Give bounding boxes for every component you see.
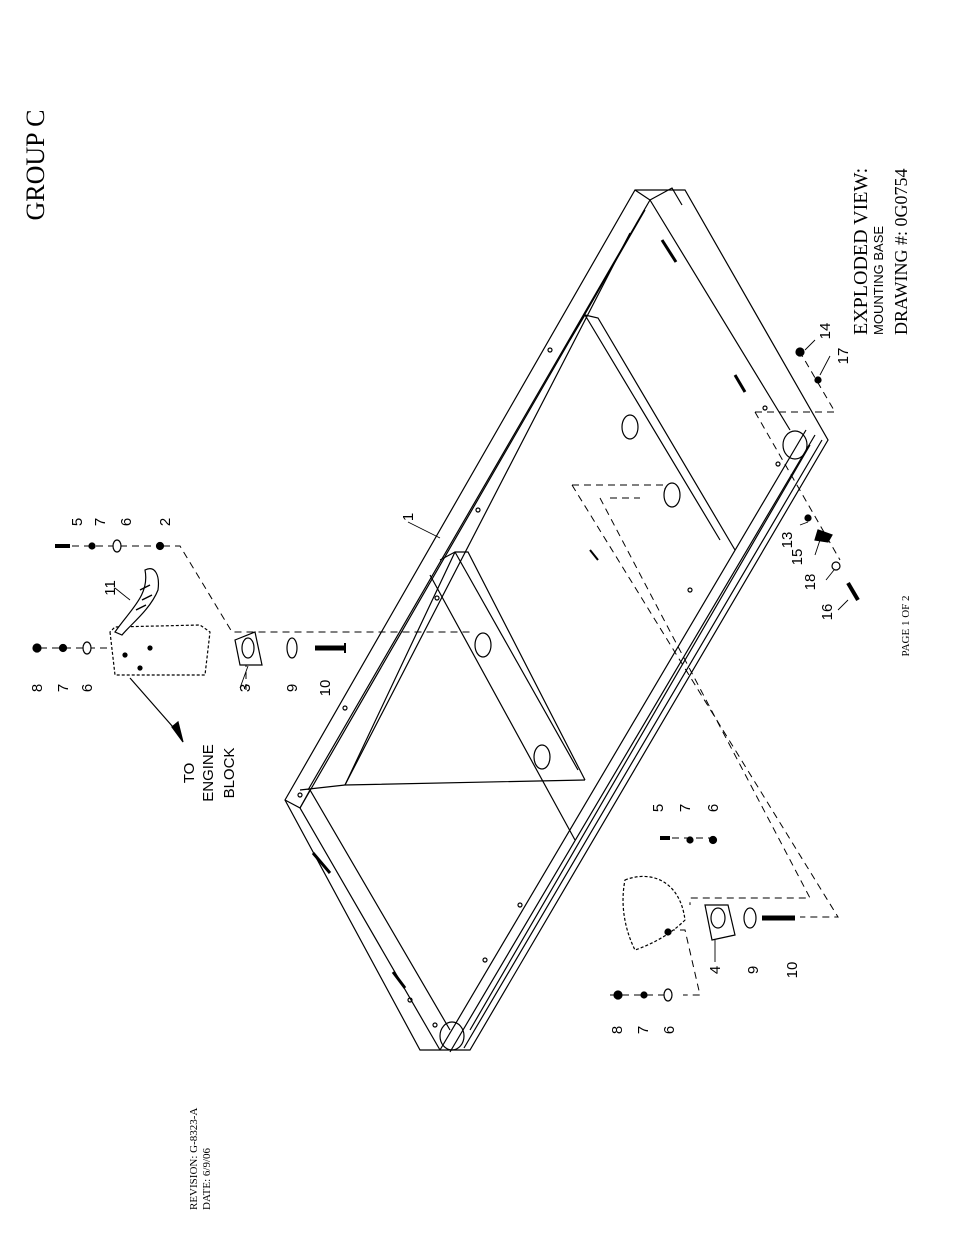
top-bracket-callouts: 5 7 6 2 11 xyxy=(69,518,174,596)
callout-5b: 5 xyxy=(650,804,667,812)
title-subtitle: MOUNTING BASE xyxy=(871,226,886,335)
callout-5: 5 xyxy=(69,518,86,526)
washer-6 xyxy=(82,641,92,655)
callout-7: 7 xyxy=(55,684,72,692)
callout-7c: 7 xyxy=(677,804,694,812)
lockwasher-7 xyxy=(58,643,68,653)
callout-7d: 7 xyxy=(635,1026,652,1034)
washer-6b xyxy=(112,539,122,553)
nut-14 xyxy=(795,347,805,357)
lockwasher-7b xyxy=(88,542,96,550)
bottom-upper-callouts: 5 7 6 xyxy=(650,804,722,812)
callout-4: 4 xyxy=(707,966,724,974)
callout-2: 2 xyxy=(157,518,174,526)
bottom-lower-callouts: 8 7 6 xyxy=(609,1026,678,1034)
engine-block-line-2: ENGINE xyxy=(200,744,217,802)
bolt-16 xyxy=(846,581,860,602)
part-13 xyxy=(804,514,812,522)
washer-9b xyxy=(743,907,757,929)
part-15 xyxy=(814,529,833,543)
bottom-hardware-stack xyxy=(613,835,795,1002)
lockwasher-17 xyxy=(814,376,822,384)
nut-2 xyxy=(155,541,165,551)
callout-10b: 10 xyxy=(784,962,801,979)
callout-3: 3 xyxy=(237,684,254,692)
engine-block-callout: TO ENGINE BLOCK xyxy=(181,744,238,802)
top-hardware-stack xyxy=(32,539,346,743)
mounting-base-frame xyxy=(284,187,829,1053)
callout-16: 16 xyxy=(819,604,836,621)
engine-block-line-1: TO xyxy=(181,763,198,784)
callout-8b: 8 xyxy=(609,1026,626,1034)
callout-9: 9 xyxy=(284,684,301,692)
callout-15: 15 xyxy=(789,549,806,566)
callout-11: 11 xyxy=(102,580,119,596)
callout-1: 1 xyxy=(400,513,417,521)
callout-10: 10 xyxy=(317,680,334,697)
callout-17: 17 xyxy=(835,348,852,365)
callout-6b: 6 xyxy=(118,518,135,526)
washer-18 xyxy=(831,561,841,571)
engine-plate-bottom xyxy=(622,875,686,951)
callout-6: 6 xyxy=(79,684,96,692)
revision-label: REVISION: G-8323-A xyxy=(188,1108,200,1210)
washer-9 xyxy=(286,637,298,659)
top-stack-callouts: 8 7 6 3 9 10 xyxy=(29,680,334,697)
engine-block-line-3: BLOCK xyxy=(221,748,238,799)
bottom-main-callouts: 4 9 10 xyxy=(707,962,801,979)
callout-8: 8 xyxy=(29,684,46,692)
nut-8b xyxy=(613,990,623,1000)
date-label: DATE: 6/9/06 xyxy=(201,1147,213,1210)
callout-7b: 7 xyxy=(92,518,109,526)
right-stack-callouts: 14 17 13 15 18 16 xyxy=(779,323,852,621)
bracket-11 xyxy=(114,568,160,636)
page-label: PAGE 1 OF 2 xyxy=(900,595,912,656)
title-heading: EXPLODED VIEW: xyxy=(850,168,872,335)
callout-6c: 6 xyxy=(705,804,722,812)
washer-6d xyxy=(663,988,673,1002)
engine-plate xyxy=(109,624,211,676)
washer-6c xyxy=(708,835,718,845)
lockwasher-7d xyxy=(640,991,648,999)
nut-8 xyxy=(32,643,42,653)
right-hardware-stack xyxy=(795,347,860,602)
callout-9b: 9 xyxy=(745,966,762,974)
callout-13: 13 xyxy=(779,532,796,549)
callout-14: 14 xyxy=(817,323,834,340)
callout-6d: 6 xyxy=(661,1026,678,1034)
group-label: GROUP C xyxy=(21,109,50,220)
drawing-number: DRAWING #: 0G0754 xyxy=(891,168,911,335)
callout-18: 18 xyxy=(802,574,819,591)
leader-lines xyxy=(114,339,849,962)
lockwasher-7c xyxy=(686,836,694,844)
